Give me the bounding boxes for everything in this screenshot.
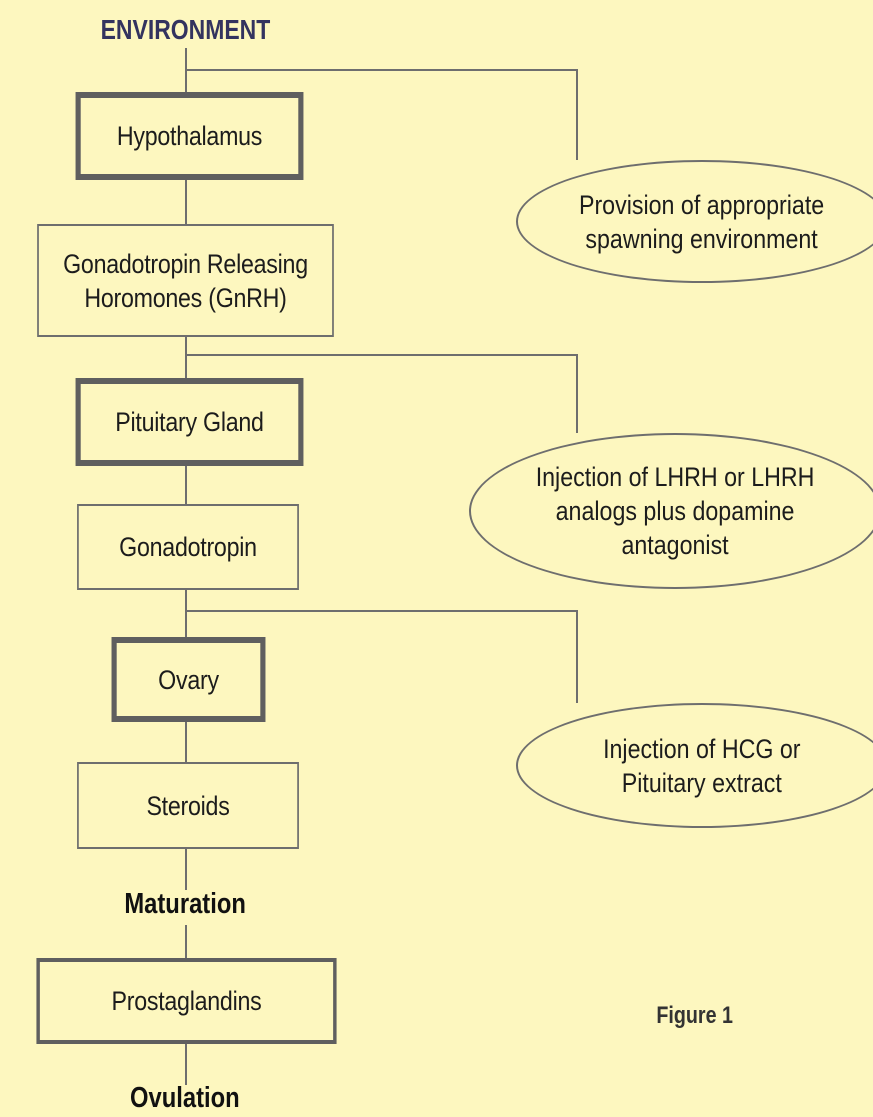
ovulation-label: Ovulation bbox=[60, 1082, 310, 1115]
environment-label: ENVIRONMENT bbox=[60, 14, 310, 46]
gonadotropin-node: Gonadotropin bbox=[77, 504, 299, 590]
ovary-text: Ovary bbox=[158, 664, 219, 695]
intervention-lhrh-text: Injection of LHRH or LHRH analogs plus d… bbox=[535, 462, 815, 560]
branch-environment-intervention bbox=[186, 69, 578, 160]
intervention-hcg-text: Injection of HCG or Pituitary extract bbox=[603, 733, 801, 798]
pituitary-gland-node: Pituitary Gland bbox=[75, 378, 304, 466]
steroids-node: Steroids bbox=[77, 762, 299, 849]
ovulation-text: Ovulation bbox=[130, 1082, 240, 1114]
maturation-label: Maturation bbox=[60, 888, 310, 921]
steroids-text: Steroids bbox=[146, 790, 230, 821]
intervention-lhrh-oval: Injection of LHRH or LHRH analogs plus d… bbox=[469, 433, 873, 589]
pituitary-gland-text: Pituitary Gland bbox=[115, 407, 264, 437]
figure-caption: Figure 1 bbox=[615, 1002, 775, 1030]
intervention-environment-text: Provision of appropriate spawning enviro… bbox=[579, 189, 825, 254]
prostaglandins-text: Prostaglandins bbox=[111, 986, 262, 1016]
figure-caption-text: Figure 1 bbox=[656, 1002, 734, 1029]
intervention-hcg-oval: Injection of HCG or Pituitary extract bbox=[516, 703, 873, 828]
branch-lhrh-intervention bbox=[186, 354, 578, 433]
gonadotropin-text: Gonadotropin bbox=[119, 532, 257, 562]
ovary-node: Ovary bbox=[111, 637, 266, 722]
environment-text: ENVIRONMENT bbox=[100, 14, 270, 45]
maturation-text: Maturation bbox=[124, 888, 246, 920]
hypothalamus-node: Hypothalamus bbox=[75, 92, 304, 180]
intervention-environment-oval: Provision of appropriate spawning enviro… bbox=[516, 160, 873, 283]
gnrh-text: Gonadotropin Releasing Horomones (GnRH) bbox=[63, 248, 308, 313]
branch-hcg-intervention bbox=[186, 610, 578, 703]
gnrh-node: Gonadotropin Releasing Horomones (GnRH) bbox=[37, 224, 334, 337]
prostaglandins-node: Prostaglandins bbox=[36, 958, 337, 1044]
hypothalamus-text: Hypothalamus bbox=[116, 121, 263, 151]
